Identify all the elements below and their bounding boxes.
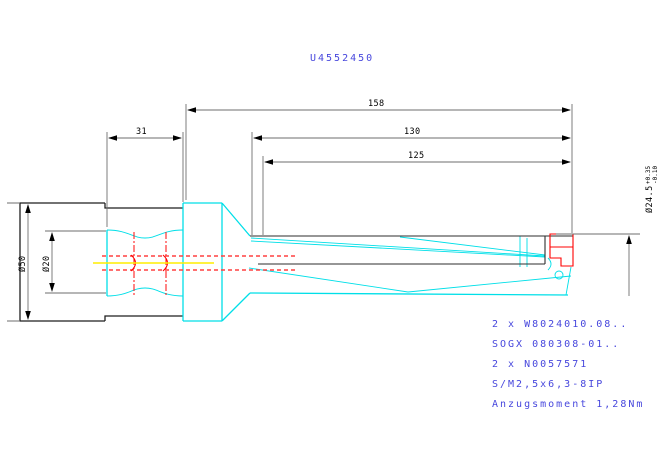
arrowhead xyxy=(25,204,31,213)
pocket-lines xyxy=(519,236,528,267)
body-bottom-edge xyxy=(249,292,569,296)
ext-line xyxy=(45,230,106,294)
flute-line xyxy=(248,267,409,293)
note-line-torque: Anzugsmoment 1,28Nm xyxy=(492,399,644,410)
note-line-insert-type: SOGX 080308-01.. xyxy=(492,339,620,350)
arrowhead xyxy=(562,159,571,165)
insert-outline xyxy=(549,233,574,267)
extension-lines xyxy=(7,104,640,322)
dimensions: 158 130 31 125 Ø50 xyxy=(7,99,659,322)
dim-text-125: 125 xyxy=(408,151,425,161)
dim-tol-upper: +0.35 xyxy=(645,166,652,184)
coolant-outlet xyxy=(554,270,564,280)
arrowhead xyxy=(173,135,182,141)
flute-line xyxy=(407,275,572,293)
dim-text-130: 130 xyxy=(404,127,421,137)
arrowhead xyxy=(25,311,31,320)
tip-detail-arc xyxy=(547,257,552,271)
dim-shank-diameter: Ø20 xyxy=(41,232,55,292)
insert-body xyxy=(549,233,574,267)
dim-text-158: 158 xyxy=(368,99,385,109)
flute-line xyxy=(250,240,546,258)
dim-flute-length-2: 125 xyxy=(264,151,571,165)
holder-step-top xyxy=(104,203,183,209)
dim-text-31: 31 xyxy=(136,127,147,137)
arrowhead xyxy=(264,159,273,165)
arrowhead xyxy=(108,135,117,141)
dim-text-dia50: Ø50 xyxy=(17,255,28,272)
tip-bevel xyxy=(565,266,572,296)
arrowhead xyxy=(49,232,55,241)
flute-line xyxy=(250,237,546,257)
ext-line xyxy=(7,202,19,322)
flute-lines xyxy=(248,236,572,293)
dim-flange-diameter: Ø50 xyxy=(17,204,31,320)
arrowhead xyxy=(562,107,571,113)
arrowhead xyxy=(49,283,55,292)
dim-label-dia245: Ø24.5 +0.35 -0.10 xyxy=(644,166,659,213)
note-line-screws: 2 x N0057571 xyxy=(492,359,588,370)
note-line-screw-spec: S/M2,5x6,3-8IP xyxy=(492,379,604,390)
dim-cutting-diameter: Ø24.5 +0.35 -0.10 xyxy=(626,166,659,296)
flange-outline xyxy=(183,202,223,322)
dim-tol-lower: -0.10 xyxy=(652,166,659,184)
dim-overall-length: 158 xyxy=(187,99,571,113)
notes-block: 2 x W8024010.08.. SOGX 080308-01.. 2 x N… xyxy=(492,319,644,410)
shank-bottom-edge xyxy=(106,287,184,297)
flute-line xyxy=(399,236,546,256)
drawing-title: U4552450 xyxy=(310,53,374,64)
holder-outline xyxy=(19,202,183,322)
dim-text-dia20: Ø20 xyxy=(41,255,52,272)
cone-outline xyxy=(221,202,251,322)
holder-back-block xyxy=(19,202,105,322)
shank-top-edge xyxy=(106,229,184,239)
tip-details xyxy=(519,236,564,280)
arrowhead xyxy=(187,107,196,113)
arrowhead xyxy=(562,135,571,141)
arrowhead xyxy=(626,235,632,244)
dim-text-dia245: Ø24.5 xyxy=(644,185,655,213)
note-line-inserts: 2 x W8024010.08.. xyxy=(492,319,628,330)
arrowhead xyxy=(253,135,262,141)
tool-body xyxy=(106,202,573,322)
dim-shank-length: 31 xyxy=(108,127,182,141)
holder-step-bottom xyxy=(104,315,183,321)
dim-flute-length-1: 130 xyxy=(253,127,571,141)
